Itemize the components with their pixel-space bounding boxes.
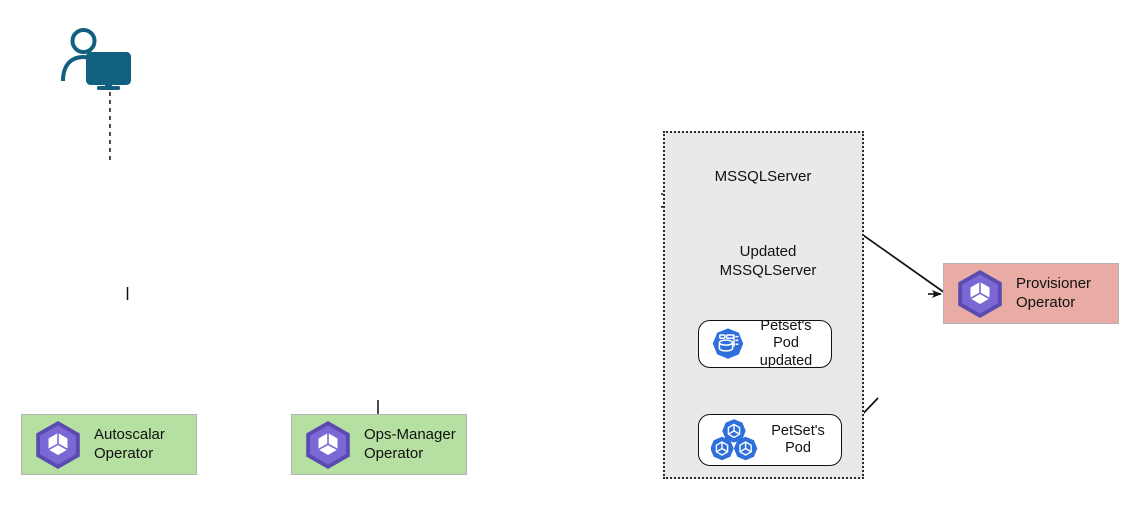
- operator-cube-icon: [306, 420, 350, 469]
- operator-cube-icon: [36, 420, 80, 469]
- user-actor: [58, 28, 132, 92]
- ops-manager-operator-box[interactable]: Ops-Manager Operator: [291, 414, 467, 475]
- user-at-computer-icon: [61, 28, 131, 90]
- autoscalar-operator-box[interactable]: Autoscalar Operator: [21, 414, 197, 475]
- autoscalar-operator-label: Autoscalar Operator: [94, 426, 165, 462]
- petset-pod-box[interactable]: PetSet's Pod: [698, 414, 842, 466]
- provisioner-operator-box[interactable]: Provisioner Operator: [943, 263, 1119, 324]
- statefulset-icon: [712, 328, 744, 359]
- petset-pod-updated-label: Petset's Pod updated: [759, 317, 813, 369]
- operator-cube-icon: [958, 269, 1002, 318]
- ops-manager-operator-label: Ops-Manager Operator: [364, 426, 456, 462]
- pods-icon: [711, 419, 758, 461]
- petset-pod-updated-box[interactable]: Petset's Pod updated: [698, 317, 832, 369]
- petset-pod-label: PetSet's Pod: [771, 422, 825, 456]
- mssqlserver-resource-label: MSSQLServer: [714, 168, 812, 185]
- updated-mssqlserver-resource-label: Updated MSSQLServer: [719, 243, 817, 279]
- provisioner-operator-label: Provisioner Operator: [1016, 275, 1092, 311]
